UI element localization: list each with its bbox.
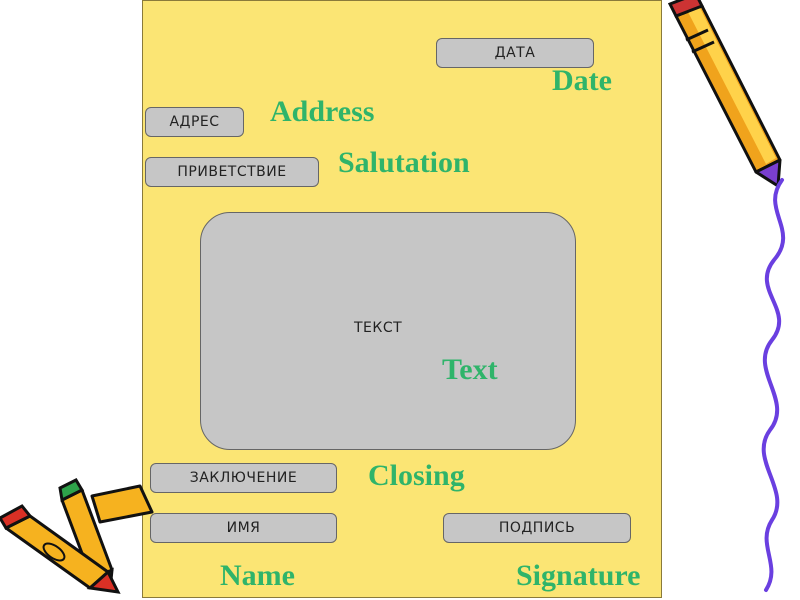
squiggle-line: [764, 180, 783, 590]
crayons-icon: [0, 480, 152, 592]
pencil-icon: [670, 0, 780, 186]
